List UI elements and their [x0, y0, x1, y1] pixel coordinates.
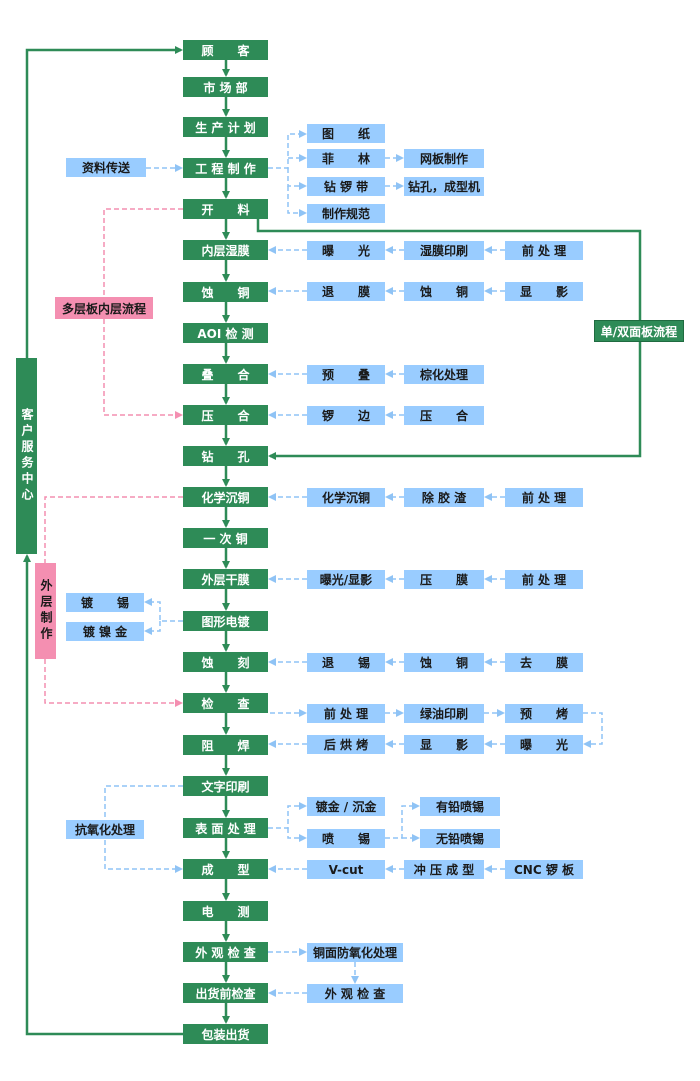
inner-exposure: 曝 光 — [307, 241, 385, 260]
finish-gold: 镀金 / 沉金 — [307, 797, 385, 816]
step-cutting: 开 料 — [183, 199, 268, 219]
inner-pretreat: 前 处 理 — [505, 241, 583, 260]
sm-pretreat: 前 处 理 — [307, 704, 385, 723]
step-layup: 叠 合 — [183, 364, 268, 384]
step-aoi: AOI 检 测 — [183, 323, 268, 343]
profile-vcut: V-cut — [307, 860, 385, 879]
outer-expose-develop: 曝光/显影 — [307, 570, 385, 589]
inner-develop: 显 影 — [505, 282, 583, 301]
step-pattern-plating: 图形电镀 — [183, 611, 268, 631]
edge-routing: 锣 边 — [307, 406, 385, 425]
step-production-plan: 生 产 计 划 — [183, 117, 268, 137]
outer-top — [44, 496, 183, 563]
sm-loop — [583, 712, 603, 748]
inner-strip: 退 膜 — [307, 282, 385, 301]
step-electroless-copper: 化学沉铜 — [183, 487, 268, 507]
loop-top-arrow — [25, 46, 183, 358]
inner-etch-copper: 蚀 铜 — [404, 282, 484, 301]
step-inner-etch: 蚀 铜 — [183, 282, 268, 302]
pth-electroless: 化学沉铜 — [307, 488, 385, 507]
hasl-branch — [385, 802, 420, 839]
finish-hasl: 喷 锡 — [307, 829, 385, 848]
eng-branch — [287, 186, 307, 217]
outer-bottom — [44, 659, 183, 707]
step-panel-plating: 一 次 铜 — [183, 528, 268, 548]
anti-oxidation: 抗氧化处理 — [66, 820, 144, 839]
single-double-bypass — [256, 219, 642, 460]
eng-drawing: 图 纸 — [307, 124, 385, 143]
eng-drill-tape: 钻 锣 带 — [307, 177, 385, 196]
inner-wet-film-print: 湿膜印刷 — [404, 241, 484, 260]
step-solder-mask: 阻 焊 — [183, 735, 268, 755]
sm-prebake: 预 烤 — [505, 704, 583, 723]
profile-cnc-route: CNC 锣 板 — [505, 860, 583, 879]
hasl-leadfree: 无铅喷锡 — [420, 829, 500, 848]
loop-up-arrow — [23, 554, 183, 1036]
sm-develop: 显 影 — [404, 735, 484, 754]
outer-film-strip: 去 膜 — [505, 653, 583, 672]
eng-film: 菲 林 — [307, 149, 385, 168]
anti-ox-top — [104, 785, 183, 818]
sm-exposure: 曝 光 — [505, 735, 583, 754]
brown-oxide: 棕化处理 — [404, 365, 484, 384]
multilayer-bottom — [103, 319, 183, 419]
multilayer-top — [103, 208, 183, 297]
step-customer: 顾 客 — [183, 40, 268, 60]
surface-branch — [268, 802, 307, 829]
outer-laminate-film: 压 膜 — [404, 570, 484, 589]
step-pre-shipment-check: 出货前检查 — [183, 983, 268, 1003]
step-legend-print: 文字印刷 — [183, 776, 268, 796]
drill-routing-machine: 钻孔，成型机 — [404, 177, 484, 196]
plating-branch — [144, 621, 161, 635]
hasl-leaded: 有铅喷锡 — [420, 797, 500, 816]
pre-layup: 预 叠 — [307, 365, 385, 384]
pth-pretreat: 前 处 理 — [505, 488, 583, 507]
data-transfer: 资料传送 — [66, 158, 146, 177]
profile-punch: 冲 压 成 型 — [404, 860, 484, 879]
eng-spec: 制作规范 — [307, 204, 385, 223]
single-double-label: 单/双面板流程 — [594, 320, 684, 342]
step-pack-ship: 包装出货 — [183, 1024, 268, 1044]
visual-check-sub: 外 观 检 查 — [307, 984, 403, 1003]
pth-desmear: 除 胶 渣 — [404, 488, 484, 507]
step-visual-inspection: 外 观 检 查 — [183, 942, 268, 962]
step-engineering: 工 程 制 作 — [183, 158, 268, 178]
outer-pretreat: 前 处 理 — [505, 570, 583, 589]
step-profiling: 成 型 — [183, 859, 268, 879]
surface-branch — [287, 828, 307, 842]
customer-service-center: 客户服务中心 — [16, 358, 37, 554]
outer-tin-strip: 退 锡 — [307, 653, 385, 672]
step-drilling: 钻 孔 — [183, 446, 268, 466]
step-lamination: 压 合 — [183, 405, 268, 425]
customer-service-text: 客户服务中心 — [20, 408, 34, 504]
plating-branch — [144, 598, 183, 622]
multilayer-inner-label: 多层板内层流程 — [55, 297, 153, 319]
plate-nickel-gold: 镀 镍 金 — [66, 622, 144, 641]
net-board-making: 网板制作 — [404, 149, 484, 168]
step-electrical-test: 电 测 — [183, 901, 268, 921]
step-outer-dry-film: 外层干膜 — [183, 569, 268, 589]
step-outer-etch: 蚀 刻 — [183, 652, 268, 672]
anti-ox-bottom — [104, 840, 183, 873]
outer-layer-text: 外层制作 — [39, 579, 53, 643]
step-marketing: 市 场 部 — [183, 77, 268, 97]
sm-green-oil-print: 绿油印刷 — [404, 704, 484, 723]
press-sub: 压 合 — [404, 406, 484, 425]
outer-etch-copper: 蚀 铜 — [404, 653, 484, 672]
sm-postbake: 后 烘 烤 — [307, 735, 385, 754]
plate-tin: 镀 锡 — [66, 593, 144, 612]
step-inspection: 检 查 — [183, 693, 268, 713]
step-inner-wet-film: 内层湿膜 — [183, 240, 268, 260]
eng-branch — [268, 130, 307, 169]
step-surface-finish: 表 面 处 理 — [183, 818, 268, 838]
copper-anti-oxidation: 铜面防氧化处理 — [307, 943, 403, 962]
outer-layer-label: 外层制作 — [35, 563, 56, 659]
